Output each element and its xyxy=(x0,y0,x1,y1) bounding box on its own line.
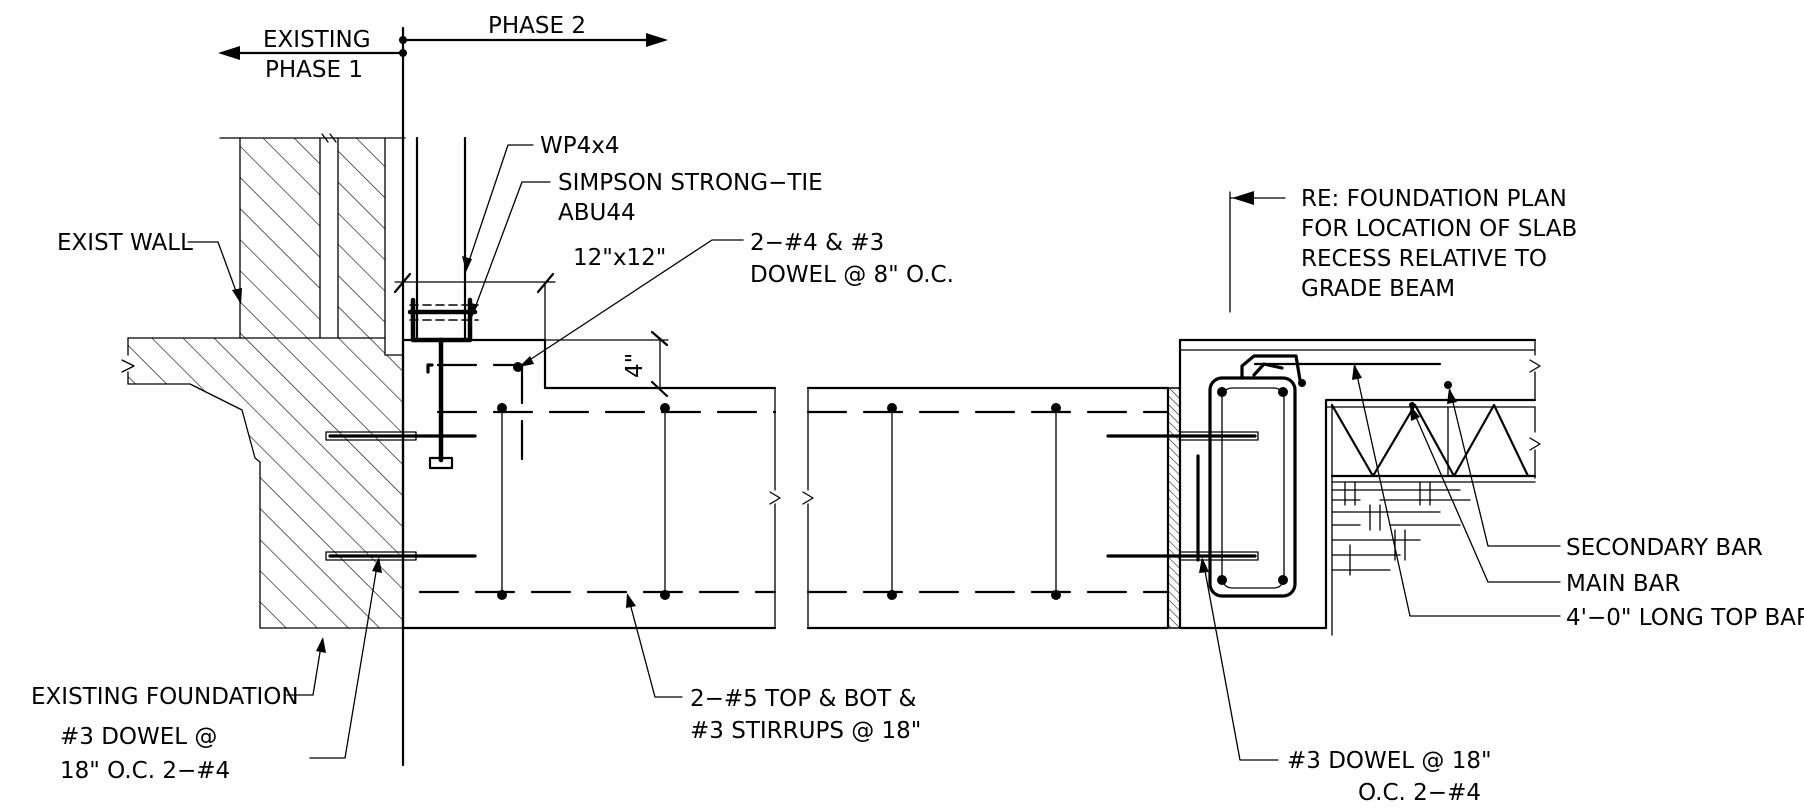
recess-stirrup-outer xyxy=(1208,376,1297,598)
dim-4-label: 4" xyxy=(622,353,648,378)
dimension-pad: 12"x12" 4" xyxy=(393,245,669,398)
dowel-8-label-line2: DOWEL @ 8" O.C. xyxy=(750,262,954,288)
exist-wall-callout: EXIST WALL xyxy=(57,230,242,304)
slab-recess-beam xyxy=(1178,338,1541,636)
exist-wall-label: EXIST WALL xyxy=(57,230,193,256)
wp4x4-callout: WP4x4 xyxy=(462,133,620,272)
post-and-base xyxy=(407,136,479,470)
phase-dot-top xyxy=(399,36,407,44)
dowel-18-right-label-line2: O.C. 2−#4 xyxy=(1358,780,1481,806)
dowel-18-right-callout: #3 DOWEL @ 18" O.C. 2−#4 xyxy=(1199,557,1492,806)
dowel-8-callout: 2−#4 & #3 DOWEL @ 8" O.C. xyxy=(519,230,954,367)
simpson-label-line1: SIMPSON STRONG−TIE xyxy=(558,170,823,196)
slab-truss xyxy=(1330,403,1530,478)
foundation-plan-note: RE: FOUNDATION PLAN FOR LOCATION OF SLAB… xyxy=(1229,186,1577,313)
phase-dot-bottom xyxy=(399,49,407,57)
top-bot-callout: 2−#5 TOP & BOT & #3 STIRRUPS @ 18" xyxy=(626,593,921,744)
phase1-label: PHASE 1 xyxy=(265,57,363,83)
existing-structure xyxy=(121,133,406,629)
dowel-18-left-label-line2: 18" O.C. 2−#4 xyxy=(60,758,230,784)
re-note-line3: RECESS RELATIVE TO xyxy=(1301,246,1547,272)
phase-indicator: EXISTING PHASE 1 PHASE 2 xyxy=(218,13,668,767)
re-note-line4: GRADE BEAM xyxy=(1301,276,1455,302)
top-bot-label-line2: #3 STIRRUPS @ 18" xyxy=(690,718,921,744)
dowel-8-label-line1: 2−#4 & #3 xyxy=(750,230,884,256)
pad-size-label: 12"x12" xyxy=(573,245,666,271)
top-bar-label: 4'−0" LONG TOP BAR xyxy=(1566,605,1804,631)
simpson-callout: SIMPSON STRONG−TIE ABU44 xyxy=(468,170,823,318)
re-note-line1: RE: FOUNDATION PLAN xyxy=(1301,186,1567,212)
top-bot-label-line1: 2−#5 TOP & BOT & xyxy=(690,686,917,712)
phase2-arrowhead xyxy=(646,33,668,47)
simpson-label-line2: ABU44 xyxy=(558,200,636,226)
dowel-18-left-callout: #3 DOWEL @ 18" O.C. 2−#4 xyxy=(60,557,382,784)
main-bar-label: MAIN BAR xyxy=(1566,571,1680,597)
existing-label: EXISTING xyxy=(263,27,371,53)
main-bar-callout: MAIN BAR xyxy=(1410,405,1680,597)
wp4x4-label: WP4x4 xyxy=(540,133,620,159)
existing-wall-hatch-left xyxy=(240,138,320,338)
grade-beam-right xyxy=(802,386,1259,630)
existing-wall-hatch-right xyxy=(338,138,385,338)
phase2-label: PHASE 2 xyxy=(488,13,586,39)
secondary-bar-callout: SECONDARY BAR xyxy=(1447,388,1763,561)
secondary-bar-label: SECONDARY BAR xyxy=(1566,535,1763,561)
dowel-18-right-label-line1: #3 DOWEL @ 18" xyxy=(1287,748,1492,774)
expansion-joint xyxy=(1167,387,1181,629)
re-note-line2: FOR LOCATION OF SLAB xyxy=(1301,216,1577,242)
dowel-18-left-label-line1: #3 DOWEL @ xyxy=(60,724,217,750)
top-bar-callout: 4'−0" LONG TOP BAR xyxy=(1352,364,1804,631)
existing-foundation-label: EXISTING FOUNDATION xyxy=(31,684,299,710)
phase1-arrowhead xyxy=(218,46,240,60)
existing-foundation-hatch xyxy=(128,338,402,628)
existing-foundation-callout: EXISTING FOUNDATION xyxy=(31,637,326,710)
soil-texture xyxy=(1331,481,1471,576)
